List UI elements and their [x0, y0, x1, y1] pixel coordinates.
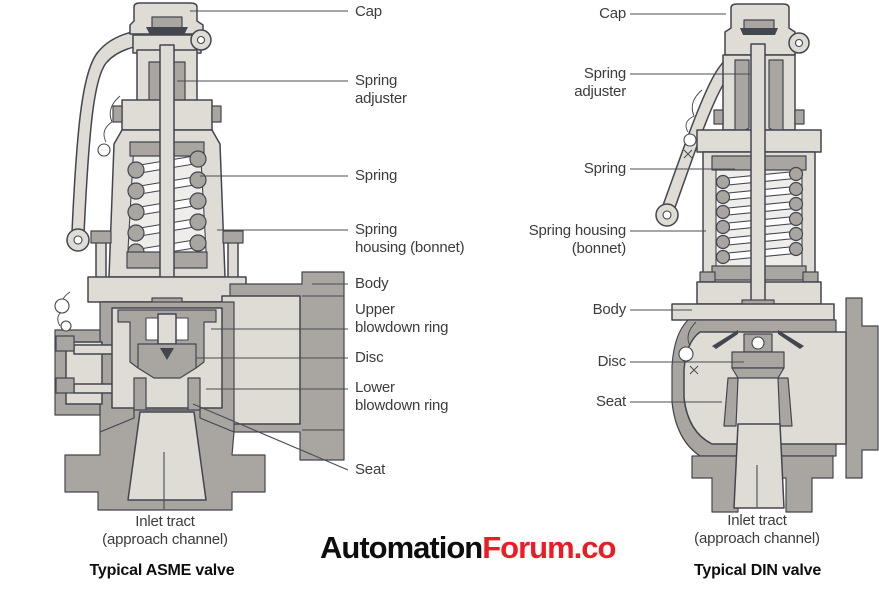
din-disc [731, 351, 785, 369]
leader-lines [163, 10, 758, 509]
label-din-spring-housing: Spring housing (bonnet) [528, 222, 626, 258]
asme-disc [137, 343, 197, 379]
label-asme-spring-housing: Spring housing (bonnet) [355, 221, 465, 257]
din-inlet-flange [691, 455, 834, 513]
label-asme-upper-blowdown-ring: Upper blowdown ring [355, 301, 449, 337]
asme-valve-drawing [54, 2, 345, 511]
label-din-seat: Seat [595, 393, 626, 410]
label-din-body: Body [592, 301, 627, 318]
din-valve-drawing [655, 3, 879, 513]
label-asme-lower-blowdown-ring: Lower blowdown ring [355, 379, 449, 415]
caption-asme: Typical ASME valve [89, 562, 235, 579]
label-asme-disc: Disc [355, 349, 384, 366]
caption-din: Typical DIN valve [693, 562, 822, 579]
label-din-disc: Disc [597, 353, 627, 370]
automationforum-logo: AutomationForum.co [320, 530, 620, 566]
label-din-inlet-tract: Inlet tract (approach channel) [694, 512, 820, 548]
label-asme-cap: Cap [355, 3, 382, 20]
din-spring-adjuster [734, 59, 750, 137]
label-din-spring: Spring [583, 160, 626, 177]
label-din-cap: Cap [599, 5, 626, 22]
logo-text-black: Automation [320, 530, 483, 565]
label-din-spring-adjuster: Spring adjuster [574, 65, 626, 101]
asme-inlet-tract [127, 411, 207, 501]
asme-spindle [159, 44, 175, 304]
label-asme-inlet-tract: Inlet tract (approach channel) [102, 513, 228, 549]
label-asme-spring-adjuster: Spring adjuster [355, 72, 407, 108]
label-asme-body: Body [355, 275, 389, 292]
label-asme-seat: Seat [355, 461, 386, 478]
asme-lower-blowdown-ring [133, 377, 147, 413]
label-asme-spring: Spring [355, 167, 398, 184]
din-body [671, 303, 835, 321]
din-inlet-tract [733, 423, 785, 509]
din-seat [723, 377, 739, 427]
logo-text-red: Forum.co [482, 530, 616, 565]
